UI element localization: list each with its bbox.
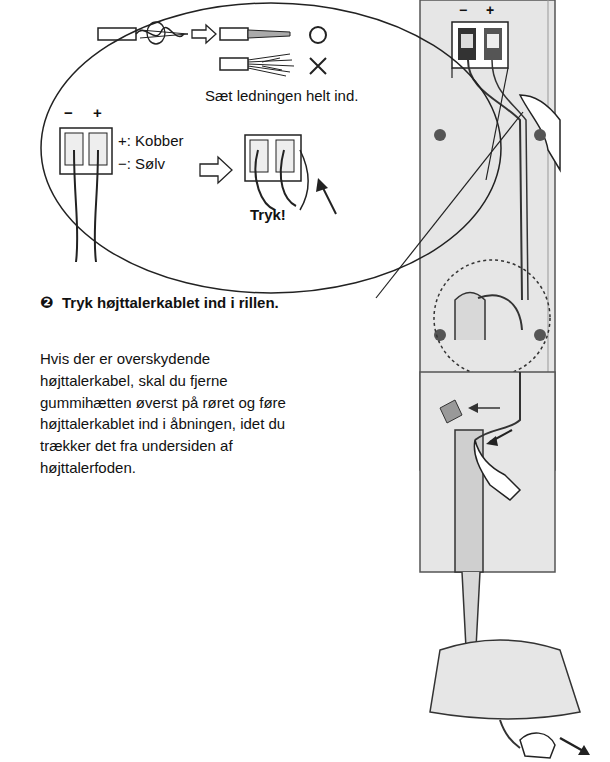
- terminal-sign: −: [459, 2, 467, 19]
- step-heading: Tryk højttalerkablet ind i rillen.: [62, 294, 279, 312]
- bubble-outline: [40, 2, 502, 294]
- action-label: Tryk!: [250, 206, 286, 224]
- step-number: ❷: [40, 293, 54, 312]
- instruction-text: Sæt ledningen helt ind.: [205, 87, 358, 105]
- terminal-sign: +: [93, 104, 102, 122]
- terminal-sign: −: [64, 104, 73, 122]
- callout-bubble: Sæt ledningen helt ind. +: Kobber −: SølvT…: [40, 2, 502, 294]
- polarity-label: −: Sølv: [118, 155, 165, 173]
- terminal-sign: +: [486, 2, 494, 19]
- polarity-label: +: Kobber: [118, 132, 183, 150]
- note-paragraph: Hvis der er overskydende højttalerkabel,…: [40, 348, 290, 479]
